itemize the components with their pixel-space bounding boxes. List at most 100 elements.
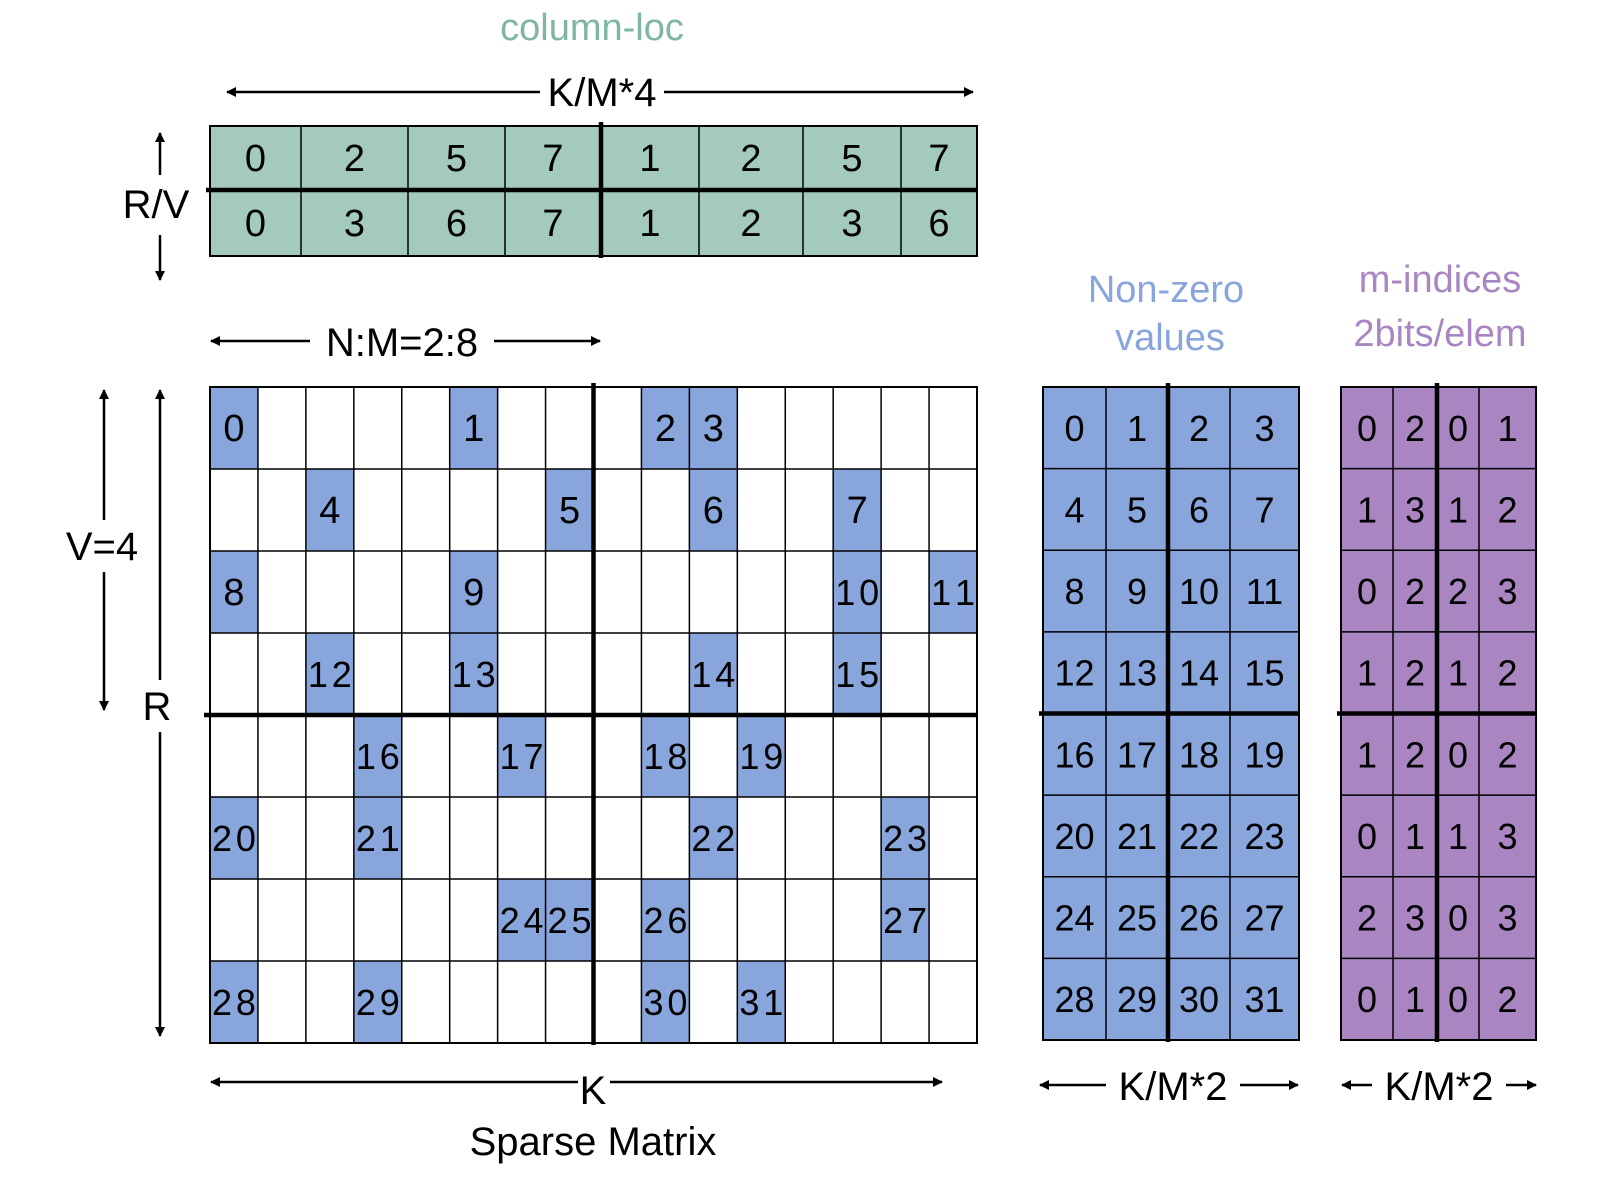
- sparse-nonzero-cell: [833, 633, 882, 715]
- mindices-title-line2: 2bits/elem: [1353, 313, 1526, 355]
- nonzero-values-cell: 13: [1117, 653, 1157, 694]
- sparse-nonzero-cell: [305, 633, 354, 715]
- m-indices-cell: 2: [1405, 653, 1425, 694]
- nonzero-values-cell: 22: [1179, 816, 1219, 857]
- nonzero-values-cell: 0: [1064, 408, 1084, 449]
- nonzero-values-cell: 2: [1189, 408, 1209, 449]
- sparse-nonzero-label: 1: [463, 408, 484, 450]
- m-indices-cell: 0: [1448, 898, 1468, 939]
- m-indices-cell: 0: [1357, 571, 1377, 612]
- m-indices-cell: 0: [1357, 979, 1377, 1020]
- column-loc-cell: 5: [446, 138, 467, 180]
- nonzero-values-cell: 31: [1244, 979, 1284, 1020]
- nonzero-values-cell: 8: [1064, 571, 1084, 612]
- sparse-matrix-border: [209, 386, 978, 1044]
- sparse-nonzero-label: 0: [223, 408, 244, 450]
- nonzero-values-cell: 29: [1117, 979, 1157, 1020]
- sparse-nonzero-cell: [449, 551, 498, 633]
- sparse-nonzero-label: 4: [319, 490, 340, 532]
- sparse-nonzero-label: 2: [655, 408, 676, 450]
- sparse-nonzero-cell: [353, 961, 402, 1043]
- nonzero-values-cell: 4: [1064, 489, 1084, 530]
- nonzero-values-cell: 30: [1179, 979, 1219, 1020]
- column-loc-cell: 7: [542, 138, 563, 180]
- sparse-nonzero-label: 3: [703, 408, 724, 450]
- sparse-nonzero-cell: [449, 387, 498, 469]
- m-indices-cell: 0: [1448, 734, 1468, 775]
- column-loc-cell: 6: [446, 203, 467, 245]
- sparse-nonzero-cell: [833, 551, 882, 633]
- sparse-nonzero-label: 7: [847, 490, 868, 532]
- nonzero-values-cell: 6: [1189, 489, 1209, 530]
- sparse-nonzero-cell: [641, 879, 690, 961]
- sparse-nonzero-cell: [545, 469, 594, 551]
- nonzero-values-cell: 14: [1179, 653, 1219, 694]
- nonzero-values-cell: 24: [1054, 898, 1094, 939]
- sparse-nonzero-cell: [497, 715, 546, 797]
- nonzero-values-cell: 20: [1054, 816, 1094, 857]
- nonzero-values-cell: 11: [1246, 571, 1283, 612]
- sparse-nonzero-cell: [689, 633, 738, 715]
- sparse-nonzero-cell: [641, 387, 690, 469]
- column-loc-cell: 3: [344, 203, 365, 245]
- column-loc-border: [209, 125, 978, 257]
- sparse-nonzero-cell: [689, 797, 738, 879]
- m-indices-cell: 2: [1497, 734, 1517, 775]
- sparse-nonzero-cell: [737, 715, 786, 797]
- column-loc-cell: 2: [740, 203, 761, 245]
- sparse-nonzero-label: 6: [703, 490, 724, 532]
- m-indices-cell: 2: [1405, 571, 1425, 612]
- nonzero-values-cell: 28: [1054, 979, 1094, 1020]
- nm-ratio-label: N:M=2:8: [326, 321, 478, 365]
- k-label: K: [580, 1069, 607, 1113]
- column-loc-cell: 0: [245, 138, 266, 180]
- sparse-nonzero-label: 9: [463, 572, 484, 614]
- m-indices-cell: 1: [1448, 816, 1468, 857]
- km4-label: K/M*4: [548, 71, 657, 115]
- column-loc-cell: 7: [542, 203, 563, 245]
- km2-values-label: K/M*2: [1119, 1065, 1228, 1109]
- sparse-nonzero-cell: [353, 797, 402, 879]
- column-loc-cell: 2: [740, 138, 761, 180]
- nonzero-title-line1: Non-zero: [1088, 269, 1244, 311]
- nonzero-values-cell: 15: [1244, 653, 1284, 694]
- sparse-nonzero-cell: [929, 551, 977, 633]
- m-indices-cell: 0: [1448, 979, 1468, 1020]
- nonzero-title-line2: values: [1115, 317, 1225, 359]
- m-indices-cell: 3: [1497, 571, 1517, 612]
- column-loc-cell: 0: [245, 203, 266, 245]
- sparse-nonzero-cell: [305, 469, 354, 551]
- nonzero-values-border: [1042, 386, 1300, 1041]
- m-indices-border: [1340, 386, 1537, 1041]
- nonzero-values-cell: 9: [1127, 571, 1147, 612]
- km2-indices-label: K/M*2: [1385, 1065, 1494, 1109]
- nonzero-values-cell: 19: [1244, 734, 1284, 775]
- rv-label: R/V: [123, 183, 190, 227]
- nonzero-values-cell: 10: [1179, 571, 1219, 612]
- m-indices-cell: 3: [1405, 489, 1425, 530]
- nonzero-values-cell: 1: [1127, 408, 1147, 449]
- sparse-nonzero-cell: [641, 715, 690, 797]
- sparse-matrix-caption: Sparse Matrix: [470, 1120, 717, 1164]
- column-loc-cell: 2: [344, 138, 365, 180]
- sparse-nonzero-cell: [737, 961, 786, 1043]
- sparse-nonzero-label: 5: [559, 490, 580, 532]
- sparse-nonzero-cell: [545, 879, 594, 961]
- sparse-nonzero-cell: [641, 961, 690, 1043]
- m-indices-cell: 0: [1357, 408, 1377, 449]
- sparse-nonzero-cell: [449, 633, 498, 715]
- sparse-nonzero-cell: [210, 387, 258, 469]
- sparse-nonzero-cell: [881, 879, 930, 961]
- m-indices-cell: 2: [1497, 489, 1517, 530]
- m-indices-cell: 2: [1497, 653, 1517, 694]
- m-indices-cell: 2: [1497, 979, 1517, 1020]
- sparse-nonzero-cell: [210, 961, 258, 1043]
- m-indices-cell: 1: [1497, 408, 1517, 449]
- sparse-nonzero-cell: [833, 469, 882, 551]
- m-indices-cell: 1: [1357, 489, 1377, 530]
